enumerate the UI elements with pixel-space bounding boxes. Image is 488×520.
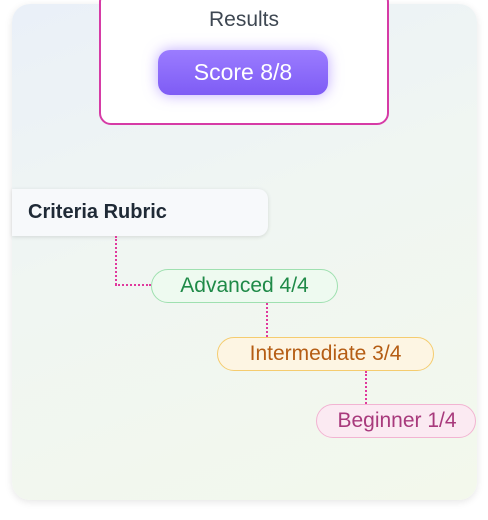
criteria-rubric-label: Criteria Rubric <box>28 201 167 223</box>
connector-rubric-advanced <box>115 236 117 285</box>
connector-advanced-intermediate <box>266 303 268 337</box>
score-badge: Score 8/8 <box>158 50 328 95</box>
connector-intermediate-beginner <box>365 371 367 404</box>
criteria-rubric-node: Criteria Rubric <box>12 189 268 236</box>
connector-rubric-advanced-h <box>115 284 151 286</box>
level-beginner: Beginner 1/4 <box>316 404 476 438</box>
level-advanced: Advanced 4/4 <box>151 269 338 303</box>
results-title: Results <box>208 8 280 31</box>
level-intermediate: Intermediate 3/4 <box>217 337 434 371</box>
